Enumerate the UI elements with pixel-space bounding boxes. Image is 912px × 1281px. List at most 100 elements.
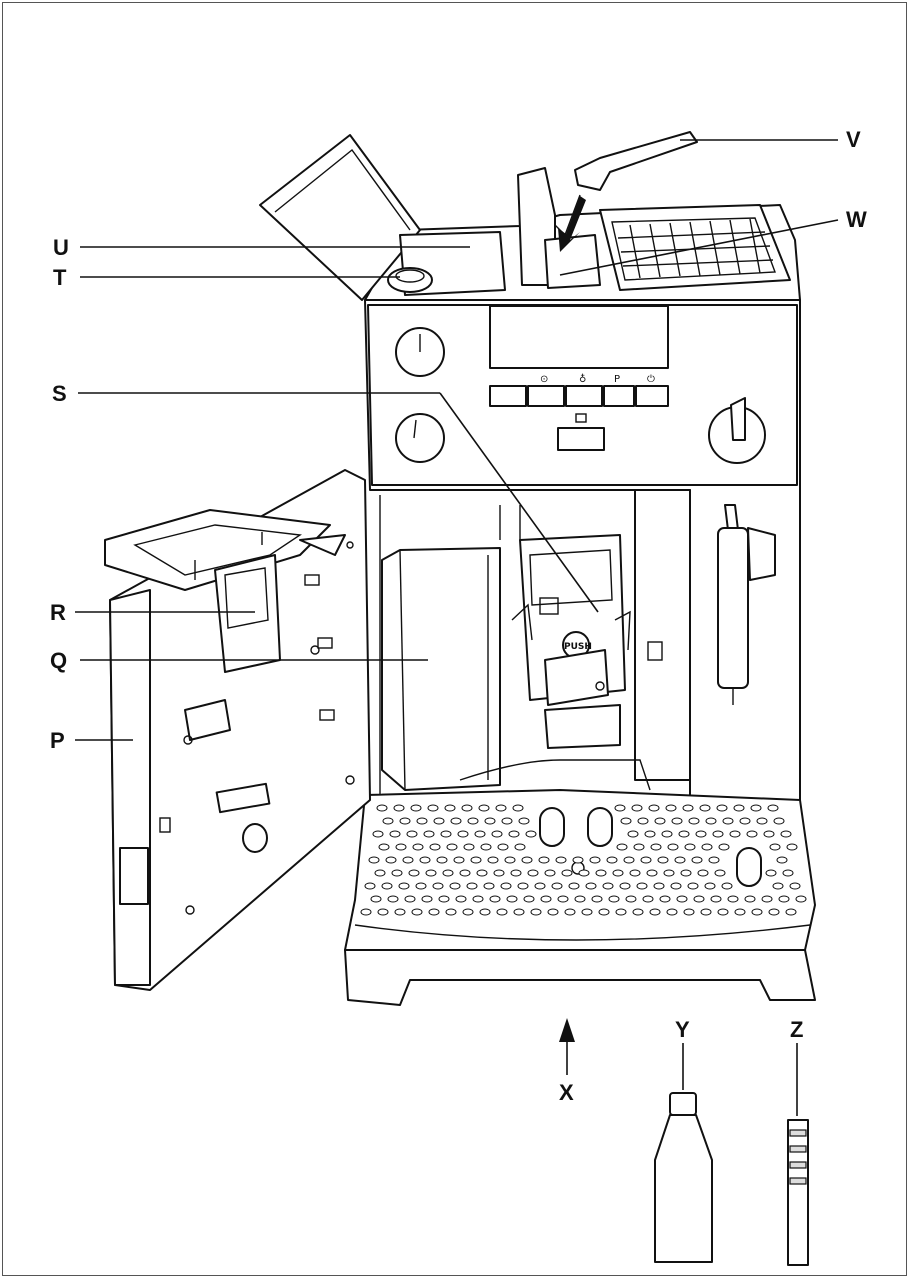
- drip-hole: [440, 830, 452, 838]
- drip-hole: [665, 804, 677, 812]
- drip-hole: [518, 817, 530, 825]
- drip-hole: [786, 843, 798, 851]
- drip-hole: [710, 895, 722, 903]
- drip-hole: [705, 817, 717, 825]
- drip-hole: [378, 843, 390, 851]
- drip-hole: [495, 804, 507, 812]
- drip-hole: [457, 830, 469, 838]
- drip-hole: [695, 830, 707, 838]
- drip-hole: [670, 882, 682, 890]
- drip-hole: [421, 895, 433, 903]
- drip-hole: [491, 830, 503, 838]
- drip-hole: [746, 830, 758, 838]
- button-row: ⊙ ♁ P ⏻: [489, 373, 669, 451]
- drip-hole: [449, 882, 461, 890]
- drip-hole: [372, 830, 384, 838]
- callout-v: V: [846, 127, 861, 152]
- drip-hole: [682, 804, 694, 812]
- drip-hole: [789, 882, 801, 890]
- drip-hole: [574, 895, 586, 903]
- drip-hole: [514, 843, 526, 851]
- drip-hole: [631, 804, 643, 812]
- drip-hole: [653, 882, 665, 890]
- drip-hole: [425, 869, 437, 877]
- drip-hole: [391, 869, 403, 877]
- drip-hole: [644, 830, 656, 838]
- drip-hole: [472, 895, 484, 903]
- drip-hole: [678, 830, 690, 838]
- drip-hole: [489, 895, 501, 903]
- drip-hole: [497, 843, 509, 851]
- drip-tray: [344, 759, 816, 1006]
- drip-hole: [540, 895, 552, 903]
- drip-hole: [423, 830, 435, 838]
- drip-hole: [663, 869, 675, 877]
- drip-hole: [691, 856, 703, 864]
- drip-hole: [398, 882, 410, 890]
- callout-p: P: [50, 728, 65, 753]
- callout-w: W: [846, 207, 867, 232]
- svg-text:PUSH: PUSH: [564, 642, 592, 652]
- drip-hole: [374, 869, 386, 877]
- drip-hole: [739, 817, 751, 825]
- callout-s: S: [52, 381, 67, 406]
- drip-hole: [382, 817, 394, 825]
- drip-hole: [661, 830, 673, 838]
- drip-hole: [432, 882, 444, 890]
- drip-hole: [428, 908, 440, 916]
- drip-hole: [751, 908, 763, 916]
- drip-hole: [393, 804, 405, 812]
- drip-hole: [581, 908, 593, 916]
- drip-hole: [642, 895, 654, 903]
- drip-hole: [479, 908, 491, 916]
- drip-hole: [722, 817, 734, 825]
- drip-hole: [687, 882, 699, 890]
- door-lever: [119, 541, 355, 915]
- drip-hole: [765, 869, 777, 877]
- drip-hole: [768, 908, 780, 916]
- drip-hole: [438, 895, 450, 903]
- drip-hole: [727, 895, 739, 903]
- drip-hole: [598, 908, 610, 916]
- drip-hole: [510, 869, 522, 877]
- measuring-scoop: [574, 131, 698, 191]
- drip-hole: [591, 895, 603, 903]
- drip-hole: [733, 804, 745, 812]
- panel-knobs: [395, 327, 766, 464]
- drip-hole: [544, 869, 556, 877]
- drip-hole: [585, 882, 597, 890]
- drip-hole: [506, 895, 518, 903]
- drip-hole: [394, 908, 406, 916]
- drip-hole: [538, 856, 550, 864]
- drip-hole: [512, 804, 524, 812]
- drip-hole: [572, 856, 584, 864]
- callout-z: Z: [790, 1017, 803, 1042]
- coffee-grinder-knob: [387, 267, 433, 293]
- drip-hole: [744, 895, 756, 903]
- grounds-container: [381, 547, 501, 791]
- drip-hole: [534, 882, 546, 890]
- drip-hole: [714, 869, 726, 877]
- drip-hole: [772, 882, 784, 890]
- svg-text:⏻: ⏻: [647, 374, 655, 385]
- drip-hole: [648, 804, 660, 812]
- drip-hole: [632, 908, 644, 916]
- svg-text:♁: ♁: [579, 373, 586, 385]
- drip-hole: [654, 817, 666, 825]
- display-screen: [489, 305, 669, 369]
- drip-hole: [399, 817, 411, 825]
- drip-hole: [523, 895, 535, 903]
- drip-hole: [704, 882, 716, 890]
- drip-hole: [466, 882, 478, 890]
- drip-hole: [446, 843, 458, 851]
- drip-hole: [700, 908, 712, 916]
- drip-hole: [785, 908, 797, 916]
- drip-hole: [608, 895, 620, 903]
- drip-hole: [508, 830, 520, 838]
- drip-hole: [429, 843, 441, 851]
- drip-hole: [442, 869, 454, 877]
- brewing-unit: PUSH: [511, 534, 631, 749]
- drip-hole: [671, 817, 683, 825]
